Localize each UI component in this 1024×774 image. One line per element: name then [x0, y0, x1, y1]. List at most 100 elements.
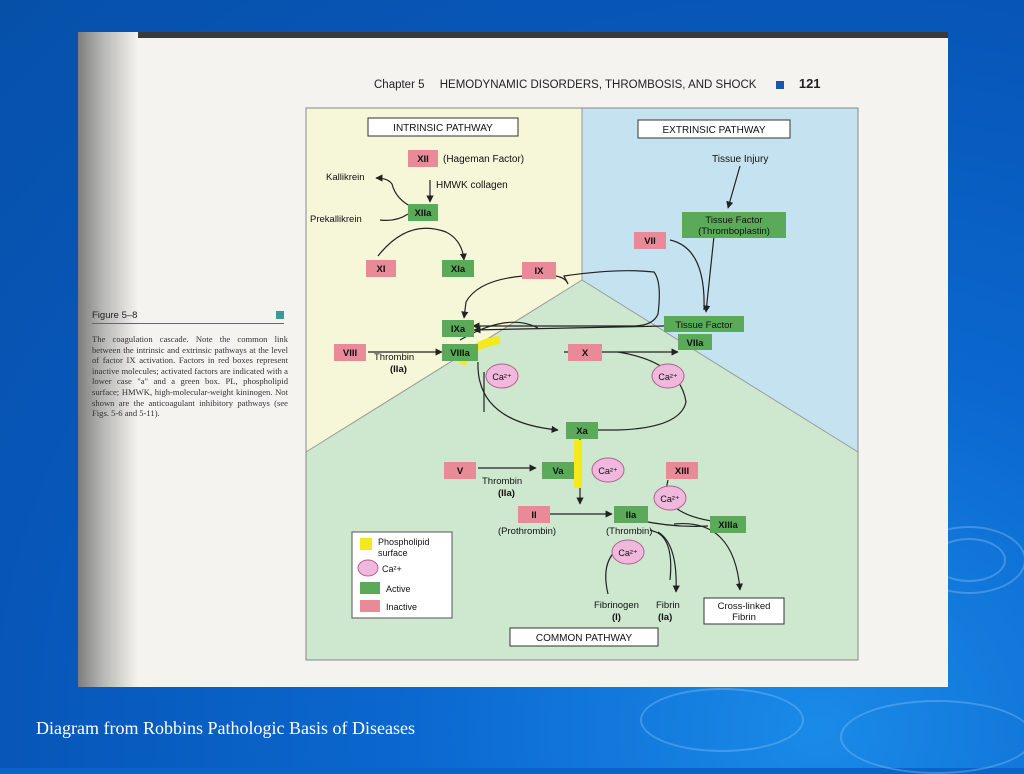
figure-label: Figure 5–8 [92, 310, 284, 324]
calcium-label-3: Ca²⁺ [598, 466, 618, 476]
factor-iia: IIa [626, 510, 637, 521]
factor-viia-box [678, 334, 712, 350]
fibrinogen-label: Fibrinogen [594, 600, 639, 611]
tissue-factor-label-2: Tissue Factor [675, 320, 732, 331]
factor-ixa: IXa [451, 324, 466, 335]
factor-xiiia: XIIIa [718, 520, 738, 531]
page-number: 121 [798, 76, 821, 91]
iia-label-2: (IIa) [498, 488, 515, 499]
chapter-title: HEMODYNAMIC DISORDERS, THROMBOSIS, AND S… [439, 79, 757, 91]
figure-label-text: Figure 5–8 [92, 310, 138, 321]
factor-viii: VIII [343, 348, 357, 359]
figure-square-icon [276, 311, 284, 319]
chapter-label: Chapter 5 [374, 79, 425, 91]
legend-phospholipid-label-1: Phospholipid [378, 537, 430, 547]
fibrin-label: Fibrin [656, 600, 680, 611]
prothrombin-label: (Prothrombin) [498, 526, 556, 537]
legend-inactive-label: Inactive [386, 602, 417, 612]
factor-v: V [457, 466, 464, 477]
calcium-label-1: Ca²⁺ [492, 372, 512, 382]
iia-label-1: (IIa) [390, 364, 407, 375]
tissue-factor-label-1: Tissue Factor [705, 215, 762, 226]
factor-xia: XIa [451, 264, 466, 275]
factor-xi-box [366, 260, 396, 277]
cross-linked-label-1: Cross-linked [718, 601, 771, 612]
legend-inactive-swatch [360, 600, 380, 612]
factor-ii: II [531, 510, 536, 521]
calcium-ion-5 [611, 539, 645, 565]
factor-ii-box [518, 506, 550, 523]
fibrin-ia-label: (Ia) [658, 612, 672, 623]
factor-x: X [582, 348, 589, 359]
legend-active-label: Active [386, 584, 411, 594]
phospholipid-surface-va [574, 440, 582, 488]
coagulation-cascade-diagram: INTRINSIC PATHWAY EXTRINSIC PATHWAY COMM… [305, 107, 859, 661]
prekallikrein-label: Prekallikrein [310, 214, 362, 225]
fibrinogen-i-label: (I) [612, 612, 621, 623]
legend-calcium-label: Ca²+ [382, 564, 402, 574]
factor-xa-box [566, 422, 598, 439]
textbook-page-photo: Chapter 5 HEMODYNAMIC DISORDERS, THROMBO… [78, 32, 948, 687]
thromboplastin-label: (Thromboplastin) [698, 226, 770, 237]
factor-xia-box [442, 260, 474, 277]
kallikrein-label: Kallikrein [326, 172, 365, 183]
intrinsic-title-box [367, 117, 519, 137]
factor-vii: VII [644, 236, 656, 247]
cross-linked-fibrin-box [703, 597, 785, 625]
hageman-factor-label: (Hageman Factor) [443, 154, 524, 165]
common-title-box [509, 627, 659, 647]
factor-xii-box [408, 150, 438, 167]
calcium-ion-3 [591, 457, 625, 483]
page-header: Chapter 5 HEMODYNAMIC DISORDERS, THROMBO… [374, 76, 821, 91]
thrombin-label-1: Thrombin [374, 352, 414, 363]
factor-va-box [542, 462, 574, 479]
figure-caption: The coagulation cascade. Note the common… [92, 334, 288, 419]
calcium-ion-4 [653, 485, 687, 511]
legend-active-swatch [360, 582, 380, 594]
factor-xiii-box [666, 462, 698, 479]
factor-x-box [568, 344, 602, 361]
thrombin-label-2: Thrombin [482, 476, 522, 487]
factor-xiia-box [408, 204, 438, 221]
factor-iia-box [614, 506, 648, 523]
factor-xi: XI [377, 264, 386, 275]
extrinsic-title-box [637, 119, 791, 139]
factor-viia: VIIa [687, 338, 705, 349]
common-title: COMMON PATHWAY [536, 633, 633, 644]
factor-ix-box [522, 262, 556, 279]
slide-footer-caption: Diagram from Robbins Pathologic Basis of… [36, 718, 415, 738]
page-top-edge [78, 32, 948, 38]
cross-linked-label-2: Fibrin [732, 612, 756, 623]
legend-phospholipid-swatch [360, 538, 372, 550]
thrombin-label-3: (Thrombin) [606, 526, 652, 537]
calcium-ion-2 [651, 363, 685, 389]
factor-vii-box [634, 232, 666, 249]
factor-v-box [444, 462, 476, 479]
tissue-factor-box [664, 316, 744, 332]
calcium-label-2: Ca²⁺ [658, 372, 678, 382]
factor-xiiia-box [710, 516, 746, 533]
calcium-label-4: Ca²⁺ [660, 494, 680, 504]
header-square-icon [775, 80, 784, 89]
page-binding-shadow [78, 32, 138, 687]
tissue-injury-label: Tissue Injury [712, 154, 768, 165]
tissue-factor-thromboplastin-box [682, 212, 786, 238]
factor-viiia-box [442, 344, 478, 361]
factor-xa: Xa [576, 426, 588, 437]
water-ripple-decoration [840, 700, 1024, 774]
calcium-ion-1 [485, 363, 519, 389]
hmwk-collagen-label: HMWK collagen [436, 180, 508, 191]
factor-xii: XII [417, 154, 429, 165]
factor-xiii: XIII [675, 466, 689, 477]
factor-ix: IX [535, 266, 545, 277]
factor-viiia: VIIIa [450, 348, 470, 359]
factor-ixa-box [442, 320, 474, 337]
calcium-label-5: Ca²⁺ [618, 548, 638, 558]
factor-viii-box [334, 344, 366, 361]
factor-xiia: XIIa [415, 208, 433, 219]
factor-va: Va [552, 466, 564, 477]
legend-calcium-swatch [357, 559, 379, 577]
intrinsic-title: INTRINSIC PATHWAY [393, 123, 493, 134]
extrinsic-title: EXTRINSIC PATHWAY [663, 125, 766, 136]
legend-phospholipid-label-2: surface [378, 548, 408, 558]
